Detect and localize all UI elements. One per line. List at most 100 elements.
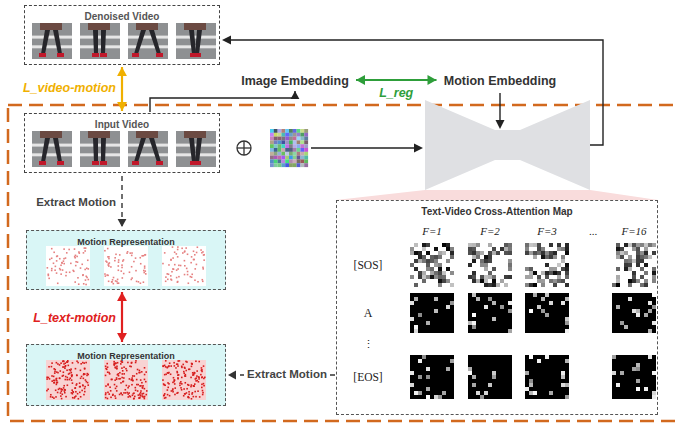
motion-dot — [177, 378, 179, 380]
motion-image — [104, 246, 148, 286]
attention-pixel — [480, 275, 484, 279]
motion-dot — [67, 384, 69, 386]
noise-pixel — [297, 129, 301, 133]
attention-pixel — [549, 267, 553, 271]
motion-dot — [105, 368, 107, 370]
attention-pixel — [616, 251, 620, 255]
motion-dot — [132, 393, 134, 395]
attention-pixel — [640, 251, 644, 255]
attention-pixel — [468, 371, 472, 375]
connector-arrow — [150, 91, 299, 112]
motion-dot — [187, 253, 189, 255]
coat — [40, 23, 62, 30]
noise-pixel — [304, 148, 308, 152]
leg — [93, 30, 98, 54]
arrow-head — [117, 102, 127, 111]
motion-dot — [111, 379, 113, 381]
attention-pixel — [422, 255, 426, 259]
motion-dot — [53, 397, 55, 399]
attention-pixel — [565, 329, 569, 333]
noise-pixel — [285, 133, 289, 137]
attention-pixel — [565, 317, 569, 321]
attention-pixel — [529, 243, 533, 247]
attention-pixel — [652, 391, 656, 395]
motion-dot — [131, 277, 133, 279]
noise-pixel — [278, 129, 282, 133]
motion-dot — [201, 369, 203, 371]
motion-dot — [144, 396, 146, 398]
motion-dot — [110, 266, 112, 268]
motion-dot — [163, 394, 165, 396]
motion-dot — [87, 384, 89, 386]
video-box: Denoised Video — [24, 5, 220, 65]
motion-dot — [107, 248, 109, 250]
motion-dot — [193, 396, 195, 398]
attention-pixel — [484, 263, 488, 267]
attention-pixel — [438, 275, 442, 279]
leg — [134, 138, 146, 162]
attention-pixel — [612, 371, 616, 375]
motion-dot — [191, 256, 193, 258]
attention-pixel — [529, 391, 533, 395]
coat — [88, 23, 110, 30]
motion-dot — [60, 388, 62, 390]
motion-dot — [111, 281, 113, 283]
attention-pixel — [492, 275, 496, 279]
motion-dot — [144, 270, 146, 272]
attention-pixel — [446, 267, 450, 271]
noise-pixel — [270, 144, 274, 148]
shoe — [92, 53, 99, 57]
motion-dot — [108, 263, 110, 265]
motion-dot — [105, 397, 107, 399]
motion-dot — [163, 384, 165, 386]
attention-pixel — [565, 321, 569, 325]
coat — [88, 131, 110, 138]
attention-map — [525, 355, 569, 399]
motion-dot — [191, 363, 193, 365]
motion-dot — [69, 271, 71, 273]
motion-dot — [162, 263, 164, 265]
attention-pixel — [434, 275, 438, 279]
motion-dot — [136, 281, 138, 283]
coat — [136, 131, 158, 138]
attention-pixel — [628, 279, 632, 283]
noise-pixel — [289, 159, 293, 163]
noise-pixel — [304, 156, 308, 160]
attention-pixel — [414, 325, 418, 329]
motion-dot — [106, 274, 108, 276]
attention-pixel — [529, 383, 533, 387]
unet-shape — [425, 100, 590, 190]
attention-pixel — [508, 267, 512, 271]
motion-dot — [203, 378, 205, 380]
attention-pixel — [616, 275, 620, 279]
attention-pixel — [430, 255, 434, 259]
attention-pixel — [636, 251, 640, 255]
motion-dot — [136, 379, 138, 381]
motion-dot — [184, 250, 186, 252]
motion-dot — [117, 279, 119, 281]
motion-dot — [200, 249, 202, 251]
motion-dot — [173, 379, 175, 381]
motion-dot — [137, 384, 139, 386]
attention-pixel — [434, 247, 438, 251]
motion-dot — [114, 363, 116, 365]
attention-pixel — [648, 243, 652, 247]
motion-dot — [180, 381, 182, 383]
connector-arrow — [117, 67, 127, 111]
motion-dot — [134, 396, 136, 398]
motion-image — [162, 246, 206, 286]
attention-pixel — [557, 247, 561, 251]
motion-dot — [174, 379, 176, 381]
attention-pixel — [504, 251, 508, 255]
attention-pixel — [525, 275, 529, 279]
motion-dot — [104, 273, 106, 275]
attention-pixel — [438, 395, 442, 399]
attention-pixel — [414, 259, 418, 263]
attention-pixel — [442, 251, 446, 255]
motion-dot — [136, 384, 138, 386]
motion-dot — [85, 379, 87, 381]
motion-dot — [133, 398, 135, 400]
noise-pixel — [300, 140, 304, 144]
motion-dot — [113, 277, 115, 279]
motion-dot — [66, 361, 68, 363]
